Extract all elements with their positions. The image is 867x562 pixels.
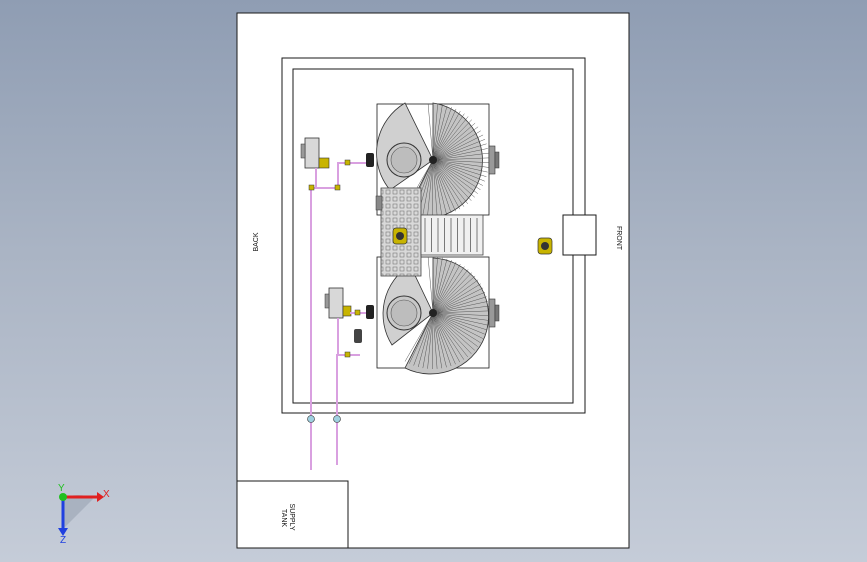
upper-pump xyxy=(300,137,330,169)
front-door-box xyxy=(562,214,597,256)
supply-tank-box xyxy=(236,480,349,549)
coordinate-triad[interactable]: X Y Z xyxy=(58,483,110,546)
supply-tank-label: SUPPLY TANK xyxy=(280,504,295,533)
lower-check-valve xyxy=(354,329,362,343)
z-axis-label: Z xyxy=(60,535,66,546)
front-label: FRONT xyxy=(615,226,622,251)
back-label: BACK xyxy=(253,232,260,251)
wall-penetrations xyxy=(307,415,341,423)
y-axis-label: Y xyxy=(58,483,65,494)
y-axis-dot-icon xyxy=(59,493,67,501)
roller-section xyxy=(420,214,484,256)
lower-pump xyxy=(324,287,352,319)
center-valve xyxy=(392,227,408,245)
upper-side-flange xyxy=(488,145,496,175)
center-roller xyxy=(375,195,383,211)
x-axis-label: X xyxy=(103,489,110,500)
lower-drum xyxy=(382,256,500,375)
front-valve xyxy=(537,237,553,255)
lower-inlet-valve xyxy=(366,305,374,319)
lower-side-flange xyxy=(488,298,496,328)
upper-inlet-valve xyxy=(366,153,374,167)
pipe-fittings xyxy=(308,159,361,358)
upper-drum xyxy=(376,102,500,219)
